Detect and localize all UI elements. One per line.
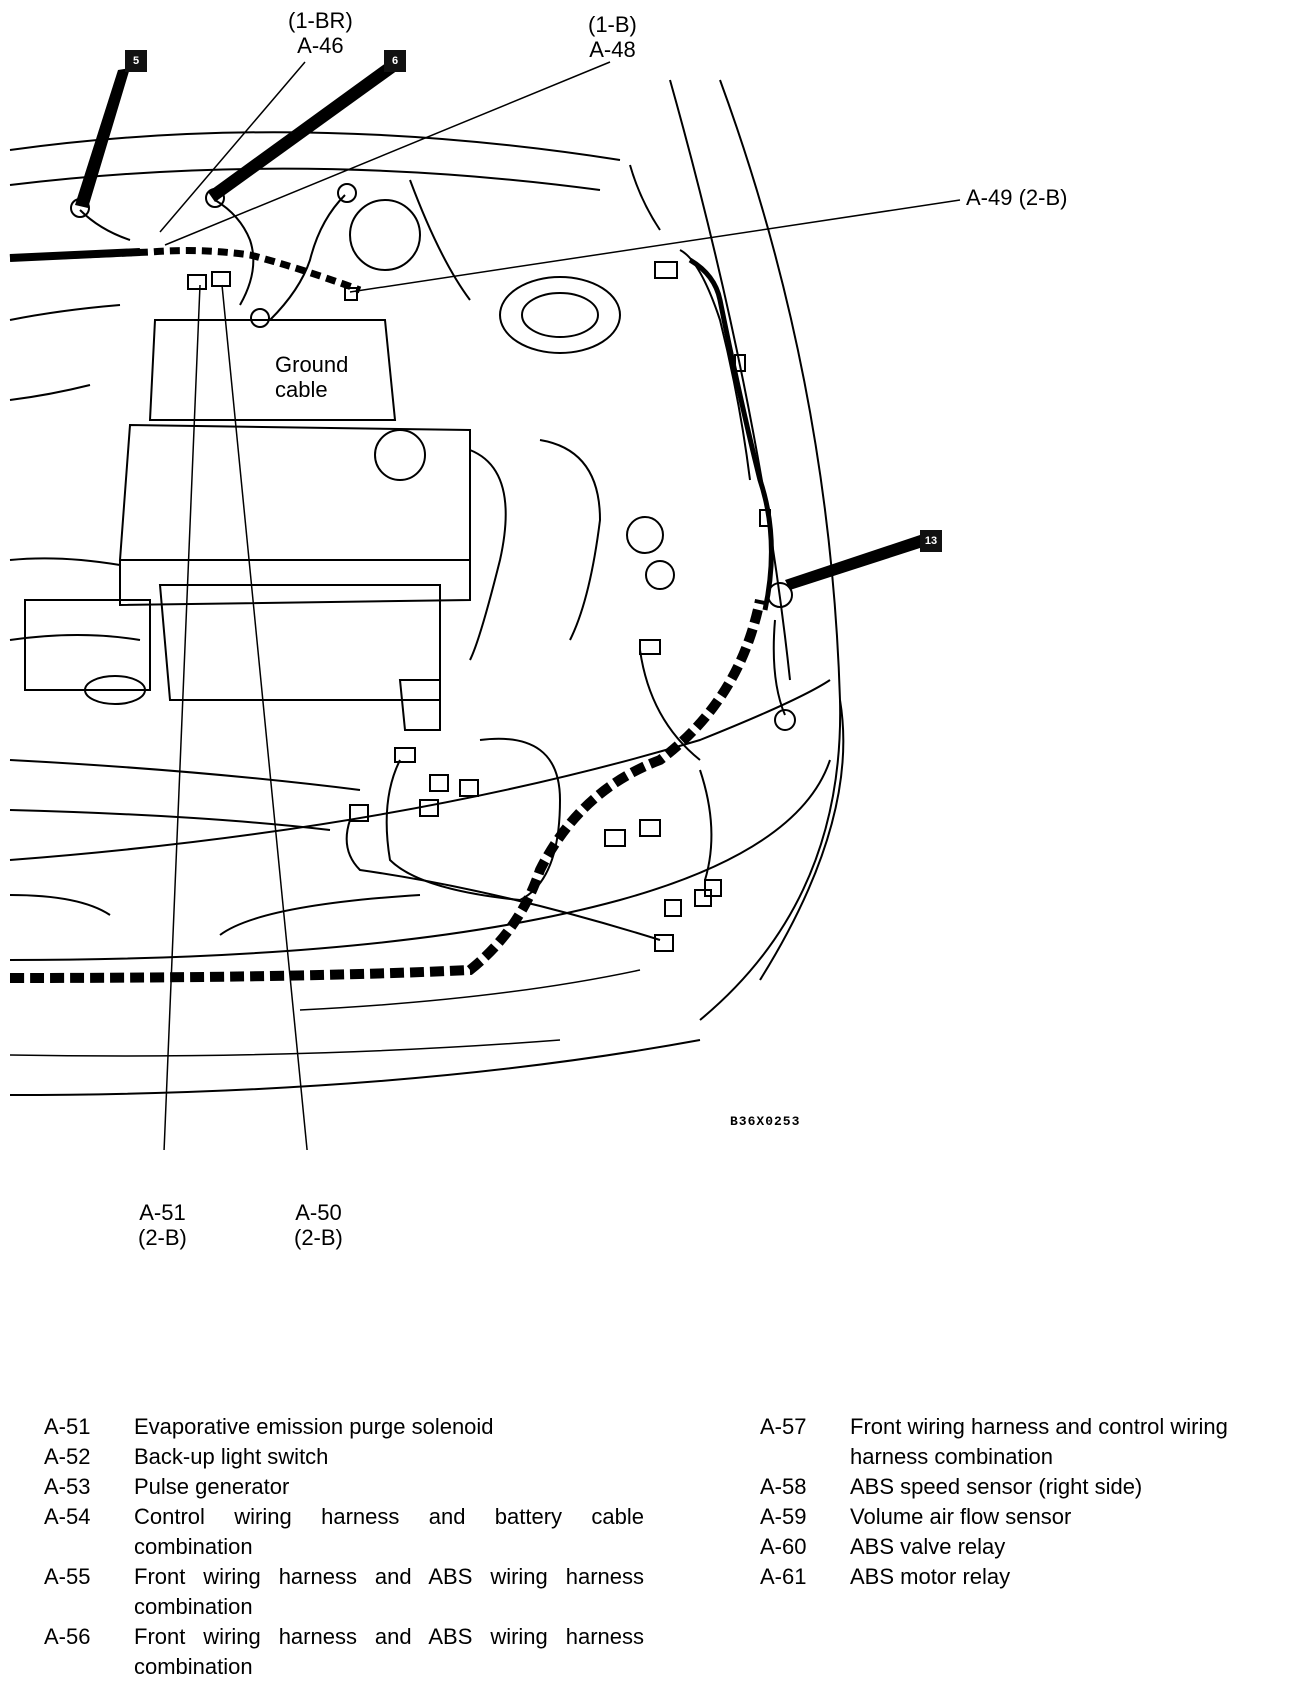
legend-item: A-56 Front wiring harness and ABS wiring …	[44, 1622, 644, 1682]
legend-item: A-54 Control wiring harness and battery c…	[44, 1502, 644, 1562]
callout-a48-line2: A-48	[589, 37, 636, 62]
legend-description: ABS speed sensor (right side)	[850, 1474, 1143, 1499]
callout-a48: (1-B) A-48	[588, 12, 637, 62]
legend-description: Control wiring harness and battery cable…	[134, 1504, 644, 1559]
legend-description: Front wiring harness and ABS wiring harn…	[134, 1624, 644, 1679]
legend-item: A-57 Front wiring harness and control wir…	[760, 1412, 1305, 1472]
legend-code: A-60	[760, 1534, 807, 1559]
legend-item: A-59 Volume air flow sensor	[760, 1502, 1305, 1532]
engine-bay-illustration	[9, 60, 961, 1150]
callout-a46: (1-BR) A-46	[288, 8, 353, 58]
callout-a50-line1: A-50	[295, 1200, 342, 1225]
legend-code: A-56	[44, 1624, 91, 1649]
legend-description: Front wiring harness and ABS wiring harn…	[134, 1564, 644, 1619]
callout-a48-line1: (1-B)	[588, 12, 637, 37]
callout-a50-line2: (2-B)	[294, 1225, 343, 1250]
legend-code: A-59	[760, 1504, 807, 1529]
legend-code: A-52	[44, 1444, 91, 1469]
legend-code: A-54	[44, 1504, 91, 1529]
legend-description: Pulse generator	[134, 1474, 290, 1499]
callout-a46-line1: (1-BR)	[288, 8, 353, 33]
legend-item: A-53 Pulse generator	[44, 1472, 644, 1502]
badge-5: 5	[125, 50, 147, 72]
legend-description: Back-up light switch	[134, 1444, 329, 1469]
callout-ground-line1: Ground	[275, 352, 349, 377]
legend-item: A-58 ABS speed sensor (right side)	[760, 1472, 1305, 1502]
badge-13: 13	[920, 530, 942, 552]
legend-description: Volume air flow sensor	[850, 1504, 1072, 1529]
legend-description: ABS motor relay	[850, 1564, 1011, 1589]
legend-item: A-51 Evaporative emission purge solenoid	[44, 1412, 644, 1442]
legend-code: A-55	[44, 1564, 91, 1589]
legend-description: ABS valve relay	[850, 1534, 1006, 1559]
callout-a51-line1: A-51	[139, 1200, 186, 1225]
figure-code: B36X0253	[730, 1114, 801, 1129]
legend-item: A-55 Front wiring harness and ABS wiring …	[44, 1562, 644, 1622]
callout-ground-cable: Ground cable	[275, 352, 348, 402]
legend-code: A-61	[760, 1564, 807, 1589]
legend-description: Evaporative emission purge solenoid	[134, 1414, 494, 1439]
callout-a49: A-49 (2-B)	[966, 185, 1067, 210]
callout-ground-line2: cable	[275, 377, 328, 402]
legend-code: A-58	[760, 1474, 807, 1499]
callout-a46-line2: A-46	[297, 33, 344, 58]
callout-a51-line2: (2-B)	[138, 1225, 187, 1250]
legend-item: A-52 Back-up light switch	[44, 1442, 644, 1472]
legend-right-column: A-57 Front wiring harness and control wir…	[760, 1412, 1305, 1592]
legend-code: A-57	[760, 1414, 807, 1439]
badge-6: 6	[384, 50, 406, 72]
legend-item: A-61 ABS motor relay	[760, 1562, 1305, 1592]
legend-code: A-51	[44, 1414, 91, 1439]
legend-code: A-53	[44, 1474, 91, 1499]
callout-a51: A-51 (2-B)	[138, 1200, 187, 1250]
legend-description: Front wiring harness and control wiring …	[850, 1414, 1228, 1469]
legend-item: A-60 ABS valve relay	[760, 1532, 1305, 1562]
callout-a49-text: A-49 (2-B)	[966, 185, 1068, 210]
callout-a50: A-50 (2-B)	[294, 1200, 343, 1250]
